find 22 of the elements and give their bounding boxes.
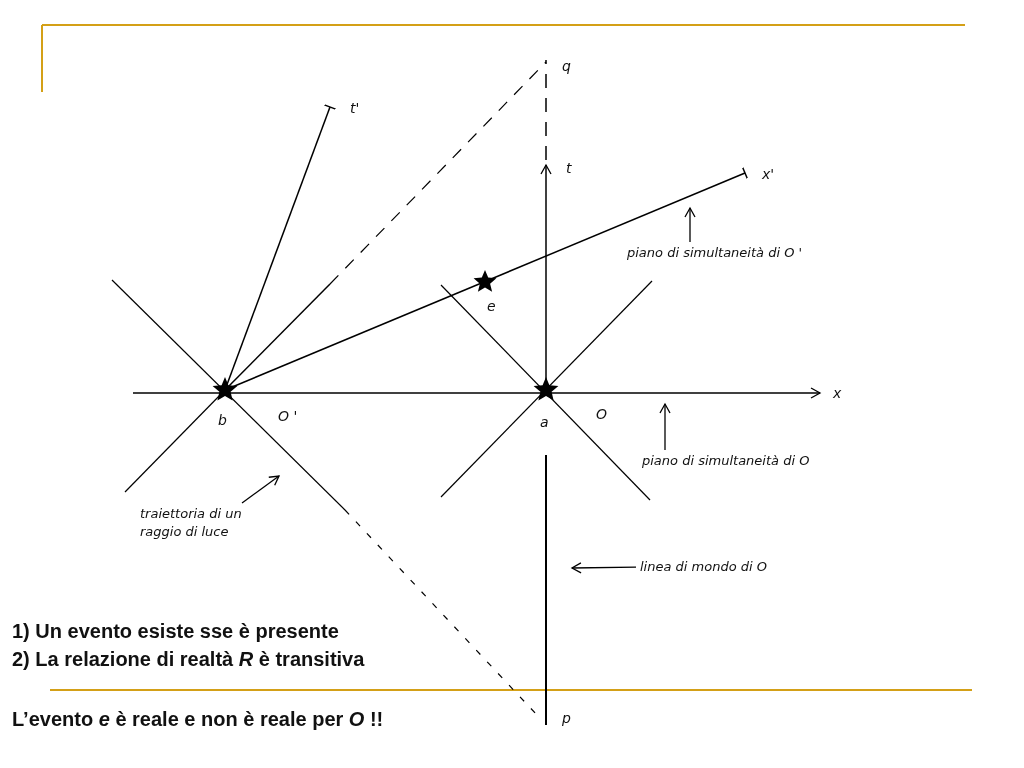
annotation-text: piano di simultaneità di O ' xyxy=(627,244,803,263)
leader-arrow xyxy=(571,562,637,574)
observer-label: O ' xyxy=(278,408,298,424)
leader-arrow xyxy=(241,475,280,504)
annotation-text: piano di simultaneità di O xyxy=(642,452,810,471)
event-label: b xyxy=(218,412,227,428)
leader-arrow xyxy=(684,207,696,243)
leader-arrow xyxy=(659,403,671,451)
event-label: a xyxy=(540,414,549,430)
axis-label: t' xyxy=(350,100,360,116)
annotation-text: traiettoria di un raggio di luce xyxy=(140,505,260,542)
observer-label: O xyxy=(596,406,608,422)
axis-label: x' xyxy=(762,166,775,182)
statement-text: 1) Un evento esiste sse è presente xyxy=(12,620,339,643)
axis-label: x xyxy=(833,385,842,401)
conclusion-text: L’evento e è reale e non è reale per O !! xyxy=(12,708,384,731)
axis-label: p xyxy=(562,710,571,726)
axis-label: t xyxy=(566,160,572,176)
event-label: e xyxy=(487,298,496,314)
statement-text: 2) La relazione di realtà R è transitiva xyxy=(12,648,365,671)
annotation-text: linea di mondo di O xyxy=(640,558,767,577)
axis-label: q xyxy=(562,58,571,74)
